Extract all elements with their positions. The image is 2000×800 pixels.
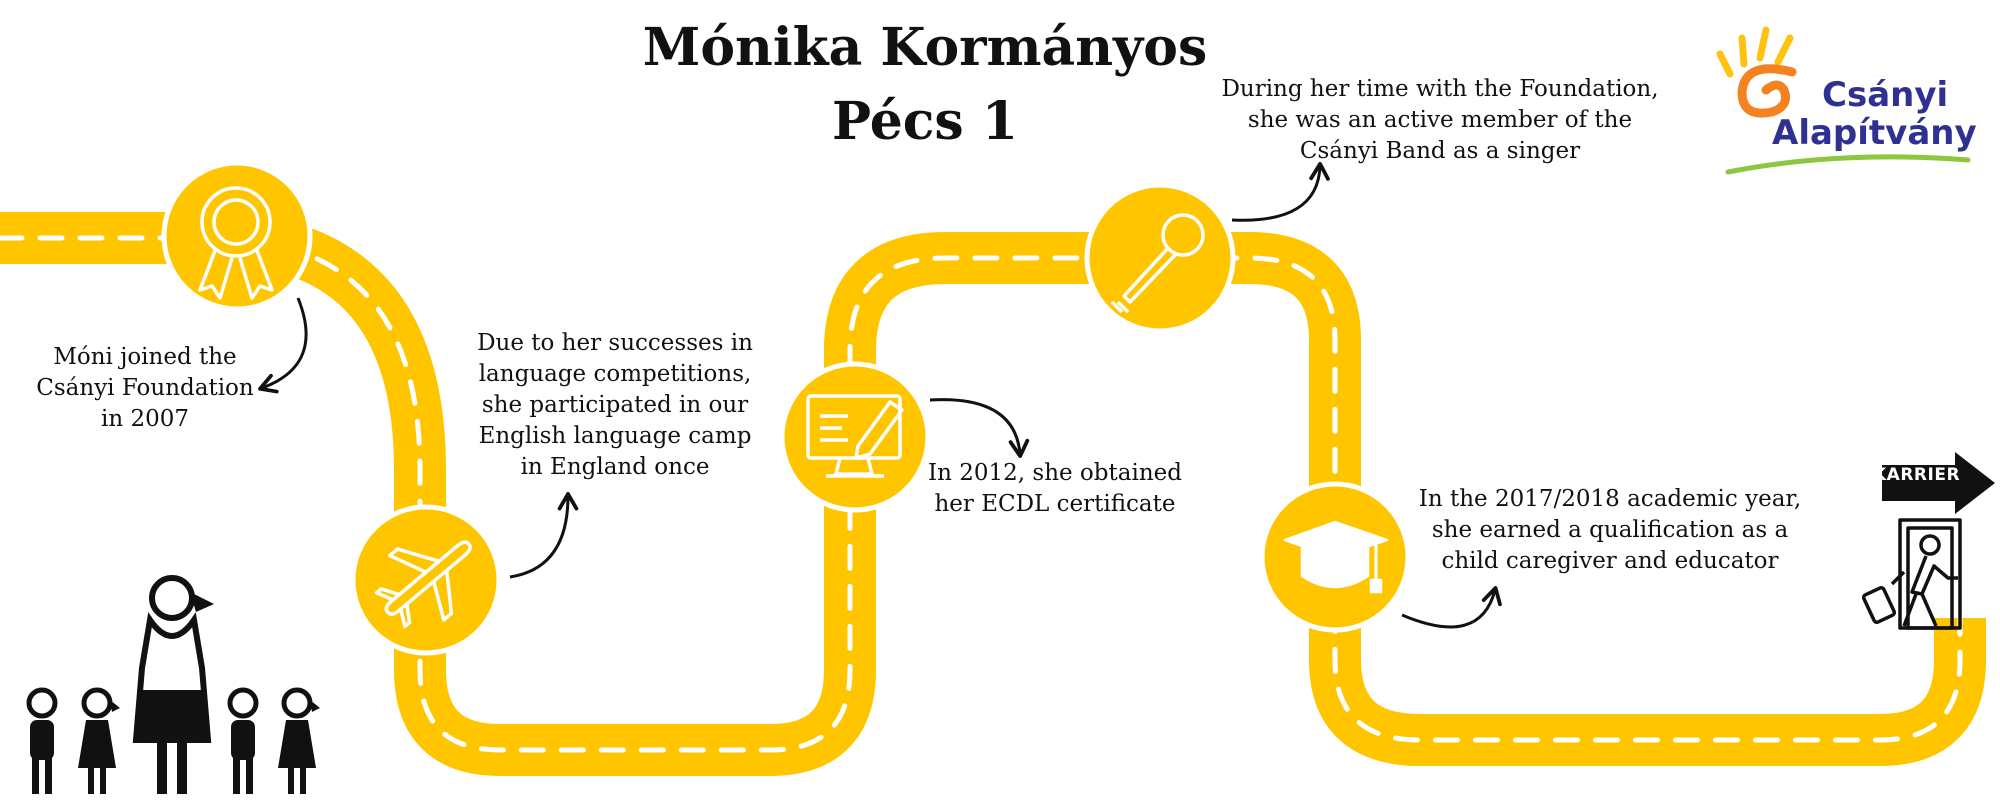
microphone-icon bbox=[1110, 213, 1205, 314]
arrow-note-5 bbox=[1401, 586, 1502, 629]
career-arrow-sign bbox=[1882, 452, 1995, 514]
arrow-note-1 bbox=[258, 297, 308, 394]
logo-swirl bbox=[1737, 64, 1797, 118]
logo-green-swoosh bbox=[1725, 154, 1971, 175]
milestone-graduation bbox=[1259, 481, 1411, 633]
csanyi-logo bbox=[1716, 26, 1971, 175]
arrow-note-3 bbox=[929, 398, 1030, 458]
milestone-ecdl bbox=[779, 361, 931, 513]
logo-text-line2: Alapítvány bbox=[1772, 113, 1977, 153]
milestone-note-5: In the 2017/2018 academic year, she earn… bbox=[1418, 486, 1802, 574]
airplane-icon bbox=[374, 540, 472, 629]
arrow-note-2 bbox=[509, 492, 579, 579]
milestone-note-2: Due to her successes in language competi… bbox=[477, 330, 753, 480]
road-center-dashes bbox=[0, 235, 1963, 753]
exit-door-traveler-icon bbox=[1861, 518, 1962, 630]
milestone-note-3: In 2012, she obtained her ECDL certifica… bbox=[928, 460, 1182, 517]
logo-sun-rays bbox=[1716, 26, 1794, 78]
milestone-microphone bbox=[1084, 182, 1236, 334]
career-label: KARRIER bbox=[1873, 465, 1961, 485]
computer-certificate-icon bbox=[806, 394, 904, 478]
milestone-note-4: During her time with the Foundation, she… bbox=[1221, 76, 1659, 164]
milestone-award bbox=[161, 160, 313, 312]
graduation-cap-icon bbox=[1283, 520, 1389, 594]
family-silhouette-icon bbox=[26, 575, 320, 794]
arrow-note-4 bbox=[1231, 162, 1330, 222]
award-ribbon-icon bbox=[198, 186, 274, 300]
milestone-airplane bbox=[350, 504, 502, 656]
title-location: Pécs 1 bbox=[831, 91, 1018, 152]
milestone-note-1: Móni joined the Csányi Foundation in 200… bbox=[36, 344, 254, 432]
title-name: Mónika Kormányos bbox=[642, 17, 1208, 78]
logo-text-line1: Csányi bbox=[1822, 75, 1949, 115]
